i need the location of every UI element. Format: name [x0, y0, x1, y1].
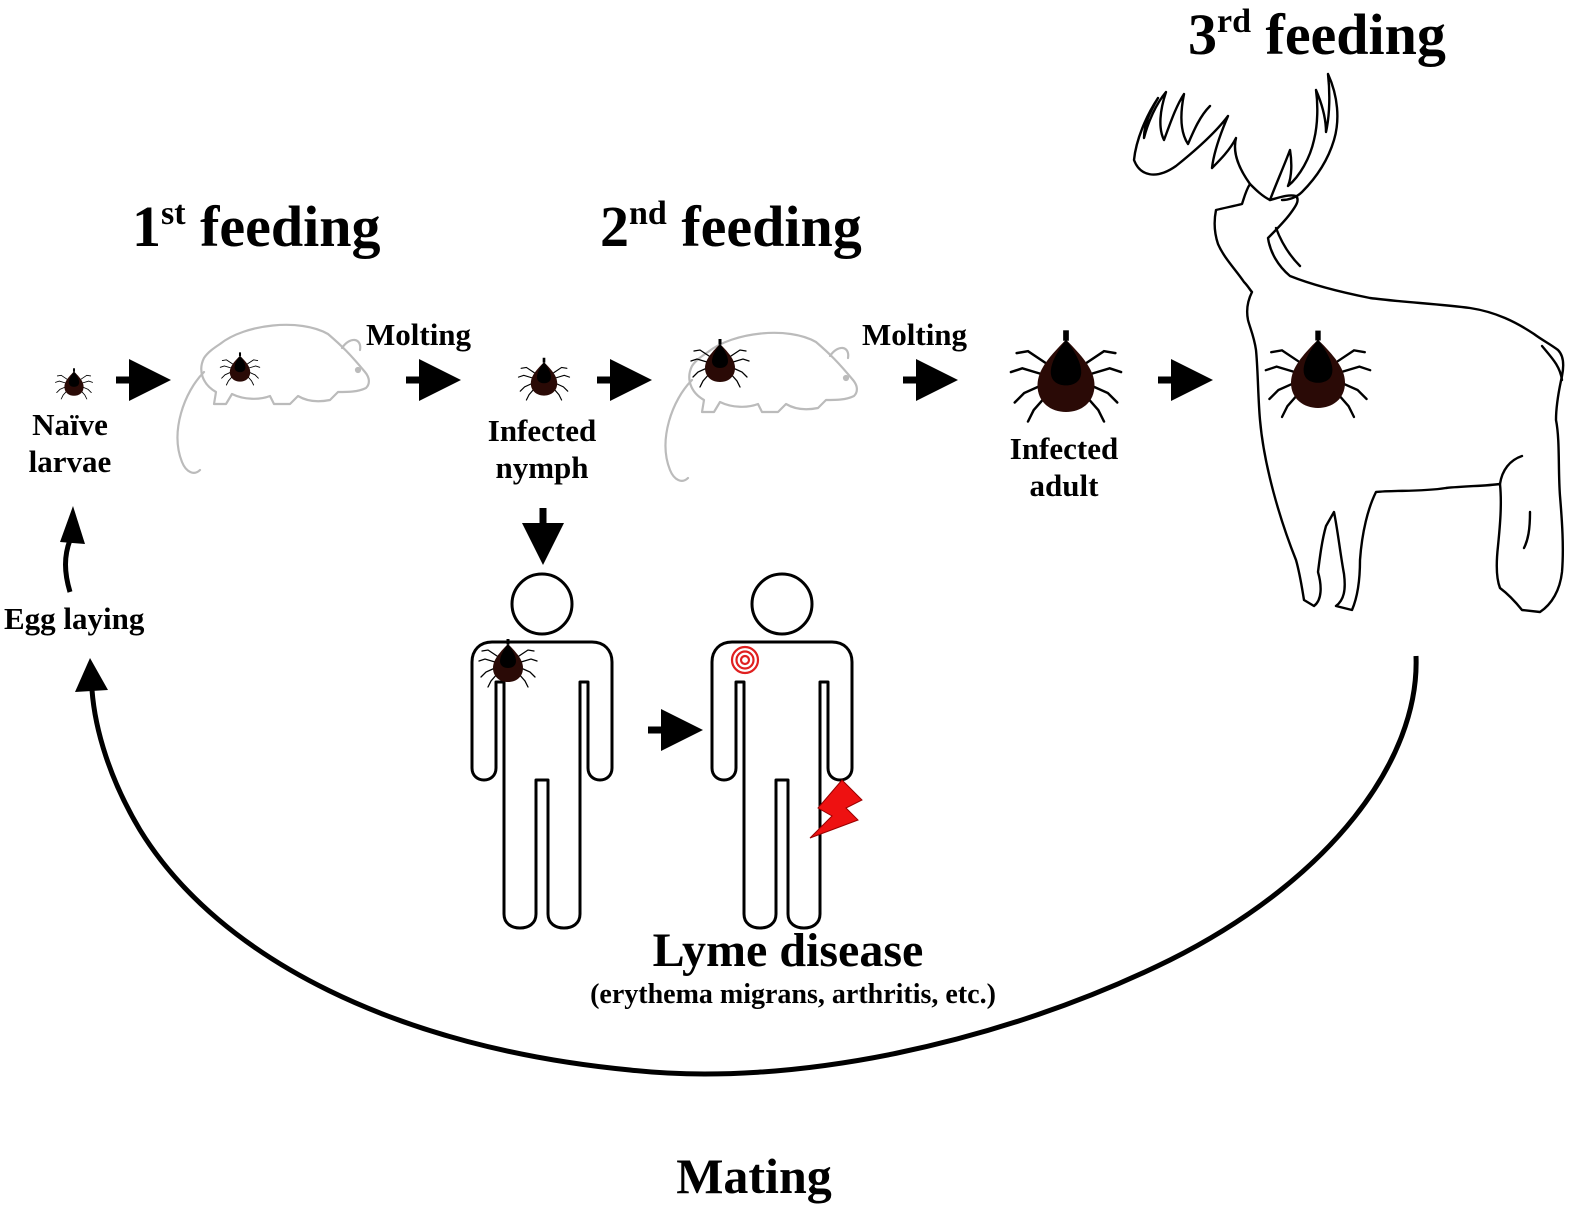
mating-arrowhead: [75, 658, 108, 692]
mouse-icon-second-host: [664, 331, 858, 482]
tick-icon-adult: [1009, 329, 1123, 423]
human-icon-infected: [710, 572, 854, 930]
tick-icon-larva-feeding: [219, 351, 261, 386]
mating-label: Mating: [676, 1148, 832, 1204]
rash-icon: [730, 645, 760, 675]
tick-icon-nymph: [517, 357, 571, 401]
disease-symptoms: (erythema migrans, arthritis, etc.): [590, 979, 996, 1010]
molting-label-2: Molting: [862, 317, 968, 352]
second-feeding-title: 2nd feeding: [600, 194, 862, 259]
first-feeding-title: 1st feeding: [132, 194, 381, 259]
molting-label-1: Molting: [366, 317, 472, 352]
deer-icon: [1132, 72, 1565, 614]
lightning-icon: [809, 779, 863, 839]
disease-title: Lyme disease: [652, 924, 924, 977]
human-icon-bitten: [470, 572, 614, 930]
tick-icon-nymph-feeding: [690, 338, 750, 388]
egg-laying-arrow: [63, 539, 73, 593]
third-feeding-title: 3rd feeding: [1188, 2, 1446, 67]
tick-icon-adult-feeding: [1264, 329, 1372, 419]
mating-arc: [89, 655, 1419, 1077]
arrows: [116, 359, 1213, 751]
egg-laying-label: Egg laying: [4, 601, 145, 636]
egg-laying-arrowhead: [60, 506, 85, 544]
mouse-icon-first-host: [176, 323, 370, 474]
tick-icon-larva: [55, 367, 93, 400]
